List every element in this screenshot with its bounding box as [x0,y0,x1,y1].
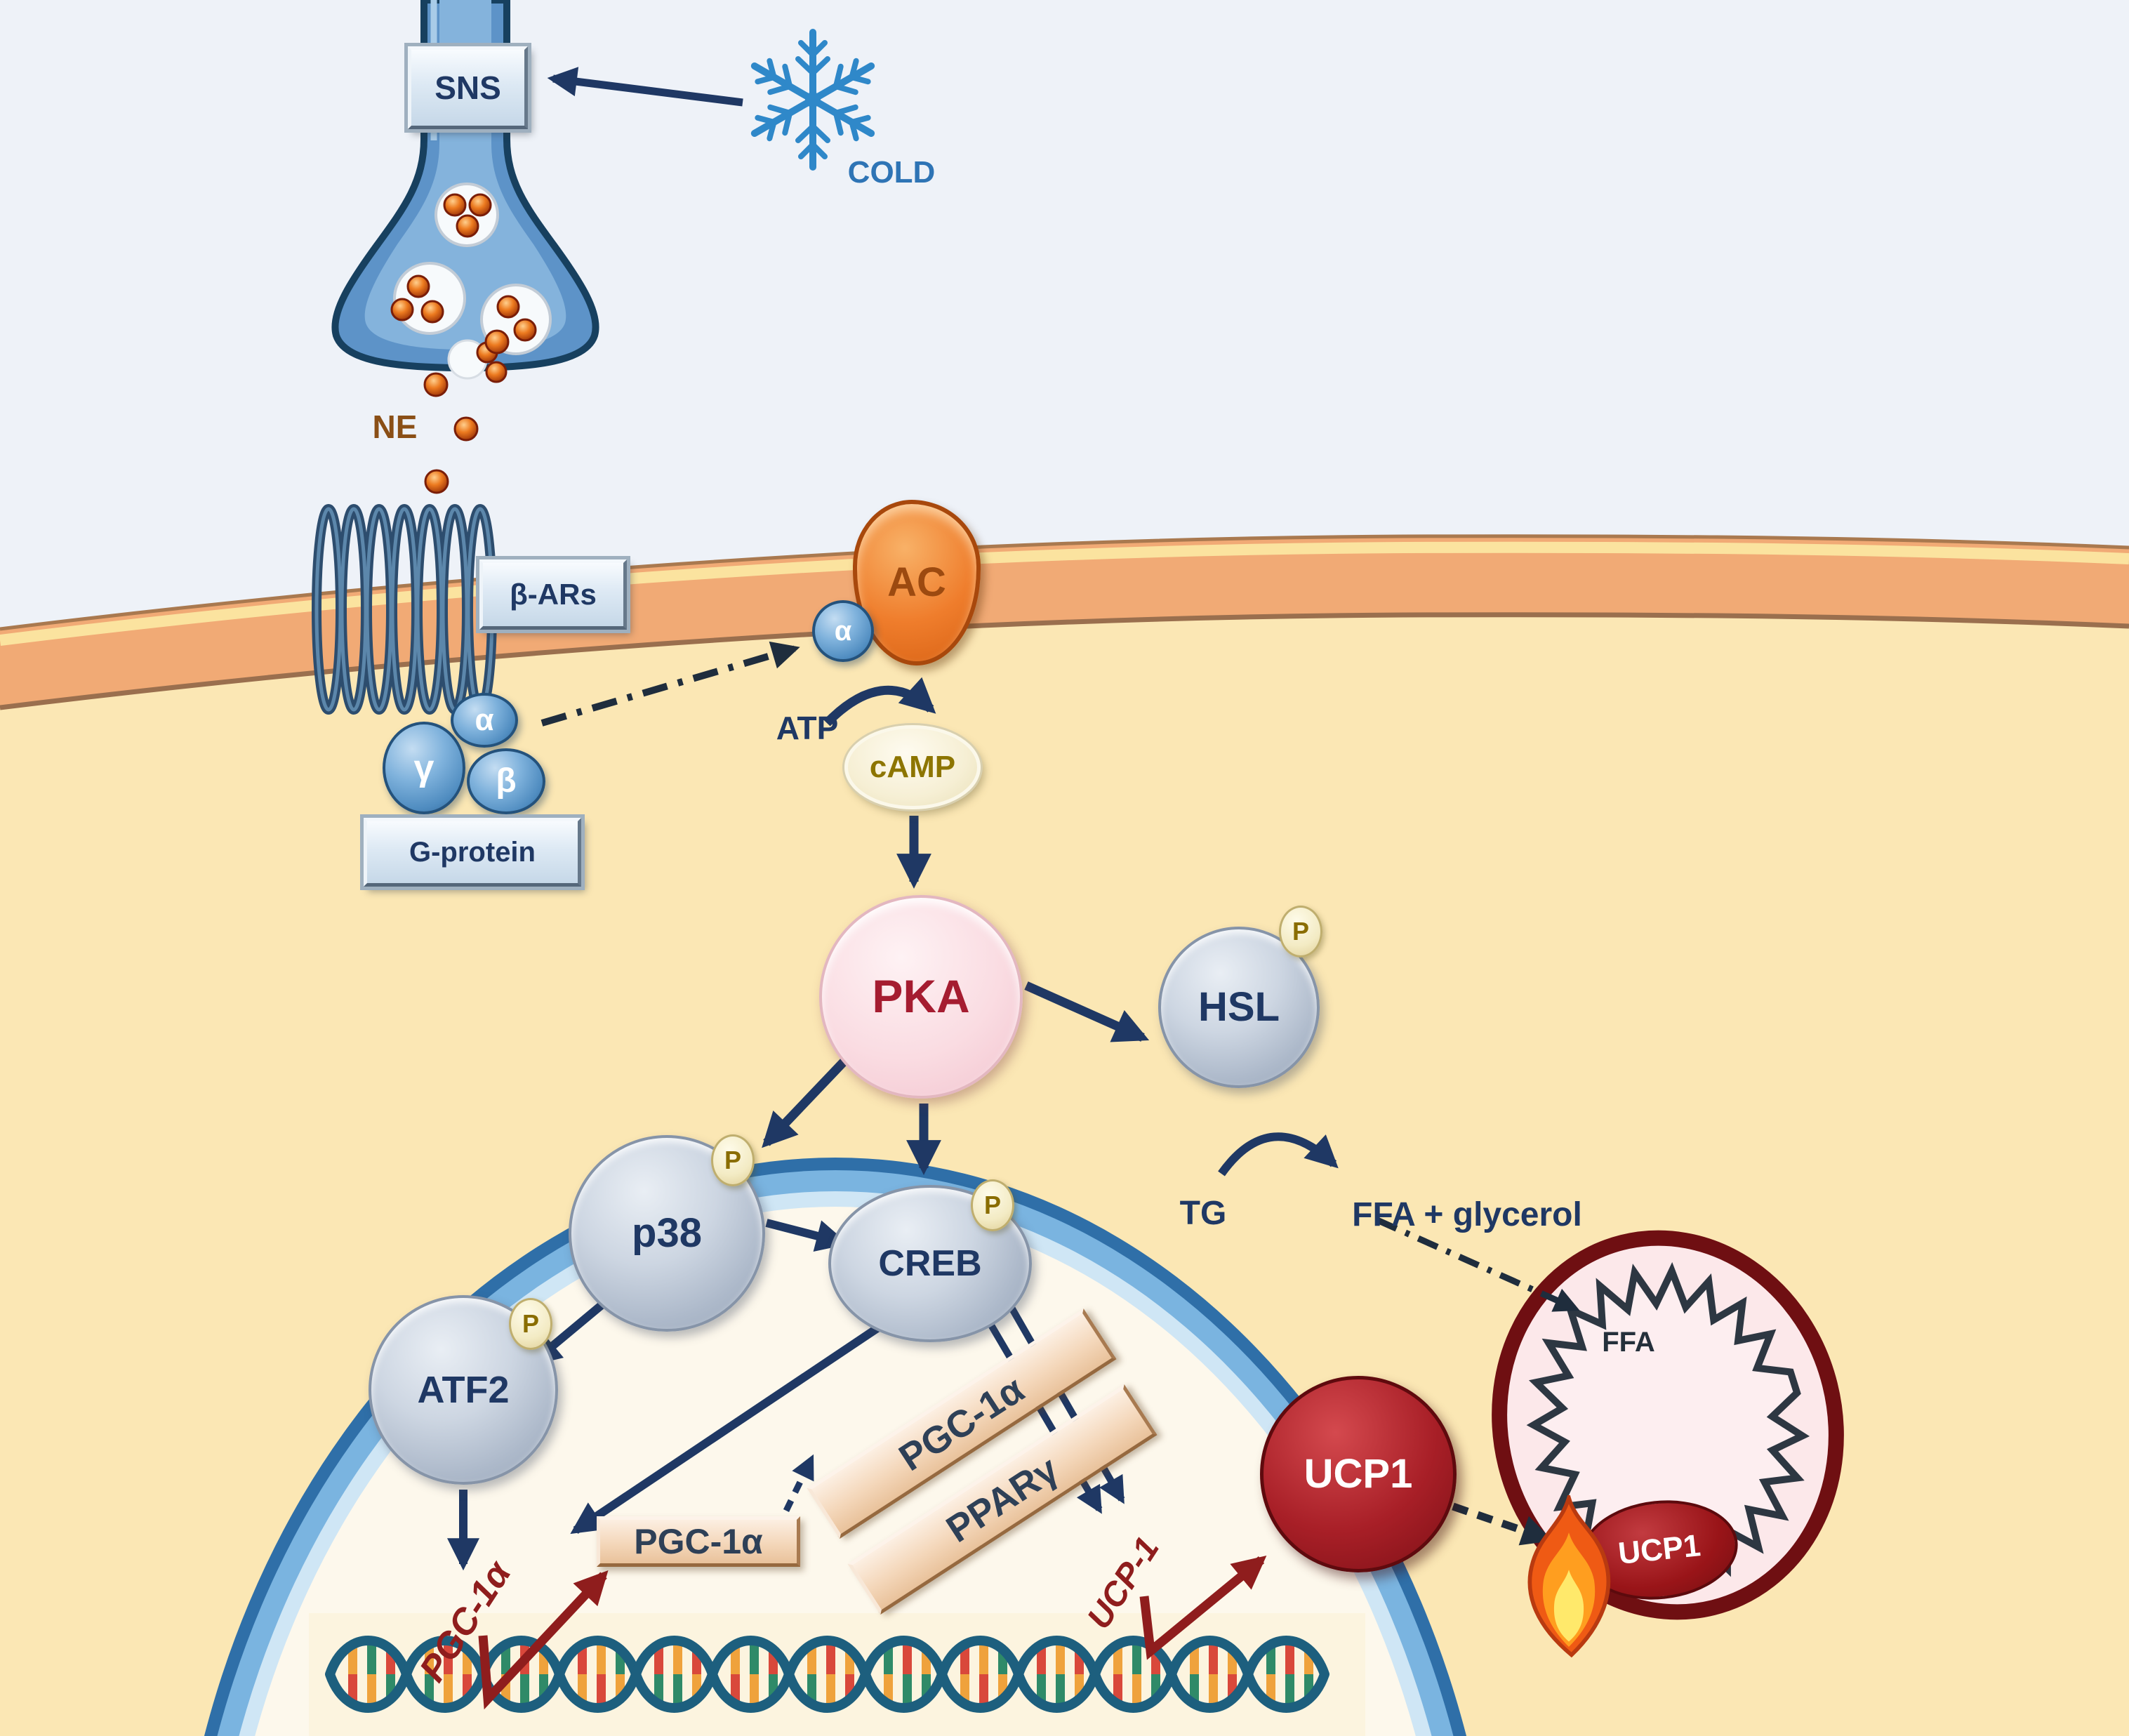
mitochondrion-cristae [1526,1261,1810,1589]
pka-label: PKA [872,970,970,1023]
atp-label: ATP [776,710,839,746]
gamma-label: γ [413,747,435,788]
creb-label: CREB [878,1243,982,1284]
alpha-label: α [475,702,494,737]
dna-icon [325,1636,1329,1713]
flame-icon [1527,1495,1611,1658]
pgc1a-box-label: PGC-1α [634,1521,763,1561]
nerve-terminal [331,0,599,383]
arrow-creb-to-pgc1a-gene [570,1325,880,1535]
ne-label: NE [372,409,418,445]
p38-label: p38 [632,1210,702,1256]
g-gamma-subunit: γ [383,722,465,814]
ne-dot [423,329,510,494]
beta-label: β [496,762,517,800]
arrow-ffa-to-mitochondrion [1376,1217,1580,1312]
arrow-cold-to-sns [547,67,743,107]
pgc1a-box: PGC-1α [597,1516,800,1567]
hsl-phospho-badge: P [1279,906,1322,958]
arrow-p38-to-creb [765,1219,849,1252]
atf2-phospho-badge: P [509,1298,552,1350]
beta-ars-label: β-ARs [510,577,597,611]
atf2-label: ATF2 [417,1368,510,1411]
ucp1-protein-node: UCP1 [1260,1376,1457,1572]
ac-alpha-subunit: α [812,600,874,662]
arrow-galpha-to-ac [540,641,800,727]
arrow-atp-to-camp [823,677,936,727]
phospho-label: P [724,1146,741,1175]
arrow-ucp1-transcription [1139,1555,1267,1660]
phospho-label: P [1292,917,1309,946]
ac-label: AC [887,559,946,605]
arrow-ucp1-to-mitochondrion [1452,1502,1553,1546]
cold-label: COLD [847,155,936,190]
beta-ars-box: β-ARs [479,559,627,630]
phospho-label: P [522,1309,539,1339]
camp-node: cAMP [844,725,981,809]
g-alpha-subunit: α [451,693,518,748]
ac-alpha-label: α [834,616,852,647]
p38-phospho-badge: P [711,1134,755,1186]
sns-label: SNS [435,69,501,106]
tg-label: TG [1179,1194,1227,1232]
sns-box: SNS [408,46,528,129]
arrow-pgc1a-to-complex [783,1454,815,1512]
arrow-pka-to-hsl [1024,981,1150,1042]
arrow-hsl-lipolysis [1218,1132,1339,1177]
ne-dots-in-vesicles [390,193,537,383]
snowflake-icon [750,29,875,171]
g-protein-box: G-protein [364,818,581,887]
mitochondrion [1492,1230,1844,1620]
g-protein-label: G-protein [409,837,536,868]
camp-label: cAMP [869,749,956,784]
pka-node: PKA [819,895,1023,1099]
g-beta-subunit: β [467,748,545,814]
ffa-glycerol-label: FFA + glycerol [1352,1195,1582,1233]
ucp1-protein-label: UCP1 [1304,1450,1413,1497]
arrow-pgc1a-transcription [478,1570,609,1710]
mito-ffa-label: FFA [1602,1326,1655,1358]
adenylyl-cyclase: AC [853,500,981,665]
arrow-pka-to-p38 [762,1051,854,1148]
creb-phospho-badge: P [971,1179,1014,1231]
hsl-label: HSL [1198,983,1280,1030]
phospho-label: P [983,1191,1001,1220]
